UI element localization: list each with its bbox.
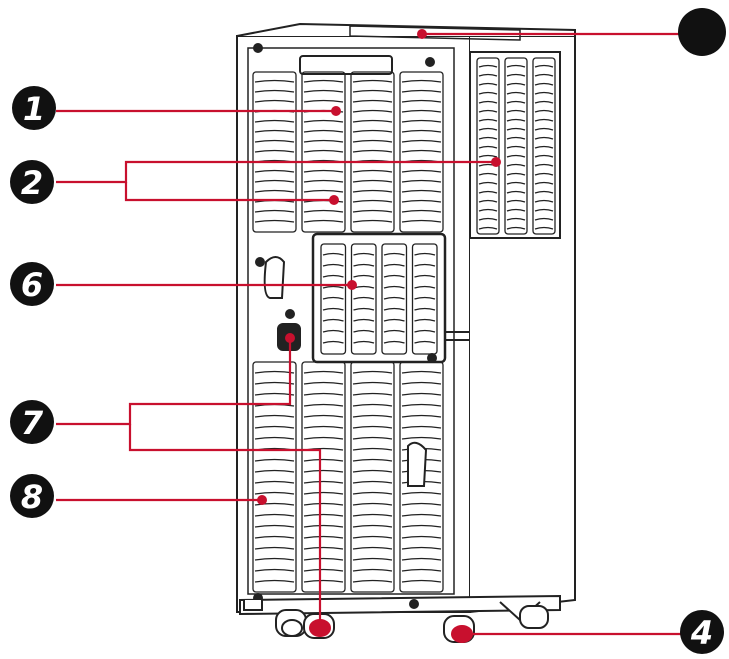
leader-dots [257,29,501,505]
screw [255,257,265,267]
front-frame [247,47,455,595]
callout-7: 7 [10,400,54,444]
callout-2: 2 [10,160,54,204]
callout-7-label: 7 [21,404,44,442]
callout-4-label: 4 [690,614,713,652]
handle-slot [299,55,393,75]
leader-line-7b [128,424,322,622]
callout-6: 6 [10,262,54,306]
lower-grill [252,361,444,593]
callout-8: 8 [10,474,54,518]
exhaust-grill [476,57,556,235]
callout-1: 1 [12,86,56,130]
cord-hook [263,256,286,299]
leader-line-7 [56,338,292,426]
callout-3 [678,8,726,56]
screw [285,309,295,319]
callout-1-label: 1 [23,90,45,128]
screw [409,599,419,609]
screw [427,353,437,363]
exhaust-grill-frame [469,51,561,239]
screw [425,57,435,67]
filter-grill [320,243,438,355]
callout-6-label: 6 [21,266,43,304]
leader-line-2b [124,182,334,202]
leader-lines [56,32,690,636]
top-vent [349,25,521,41]
callout-4: 4 [680,610,724,654]
caster-wheels [243,600,549,643]
callout-2-label: 2 [21,164,43,202]
leader-line-2 [56,160,496,184]
screw [253,43,263,53]
portable-air-conditioner-illustration [236,22,576,643]
lower-clip [407,441,428,487]
callout-8-label: 8 [21,478,43,516]
side-connector [446,331,470,341]
